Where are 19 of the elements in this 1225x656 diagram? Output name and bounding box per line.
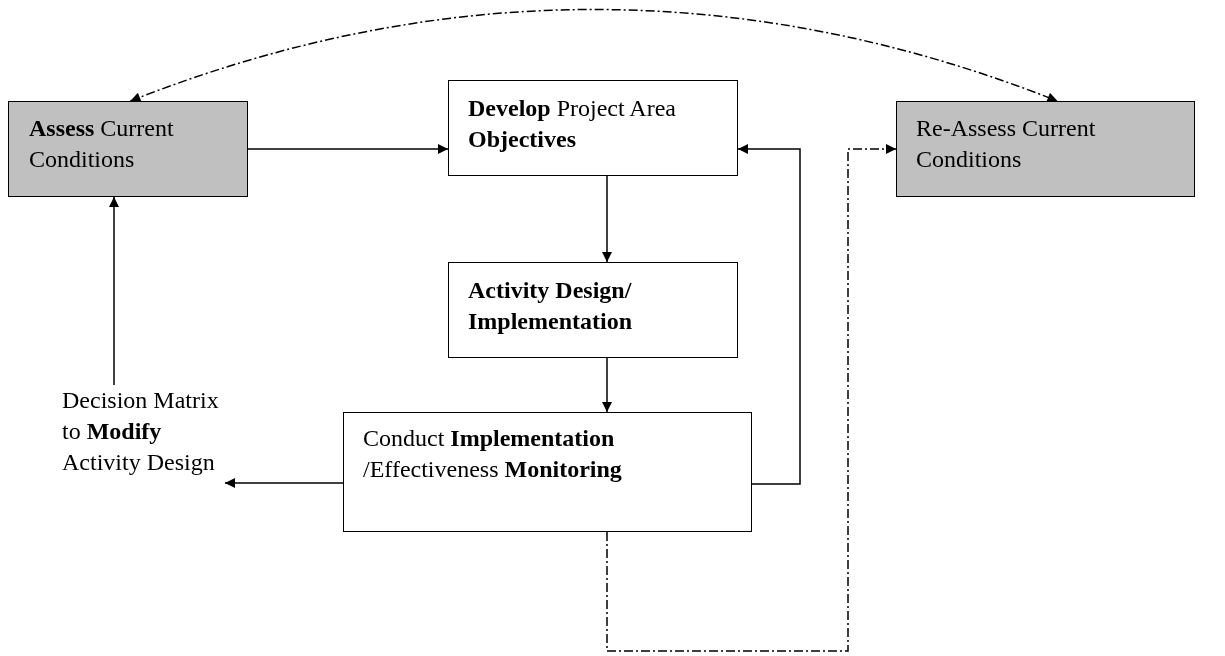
- dash-dot-arrow: [606, 144, 897, 652]
- box-label: Activity Design/ Implementation: [468, 276, 633, 336]
- dash-dot-arrow: [129, 8, 1059, 103]
- arrow: [602, 357, 612, 413]
- process-box: [448, 262, 738, 358]
- text-label: Decision Matrix to Modify Activity Design: [62, 386, 220, 477]
- arrow: [109, 196, 119, 386]
- box-label: Assess Current Conditions: [29, 114, 175, 174]
- arrow: [602, 175, 612, 263]
- box-label: Re-Assess Current Conditions: [916, 114, 1097, 174]
- arrow: [224, 478, 344, 488]
- box-label: Develop Project Area Objectives: [468, 94, 677, 154]
- box-label: Conduct Implementation /Effectiveness Monitoring: [363, 424, 623, 484]
- process-box: [8, 101, 248, 197]
- process-box: [448, 80, 738, 176]
- process-box: [343, 412, 752, 532]
- arrow: [247, 144, 449, 154]
- arrow: [737, 144, 801, 485]
- process-box: [896, 101, 1195, 197]
